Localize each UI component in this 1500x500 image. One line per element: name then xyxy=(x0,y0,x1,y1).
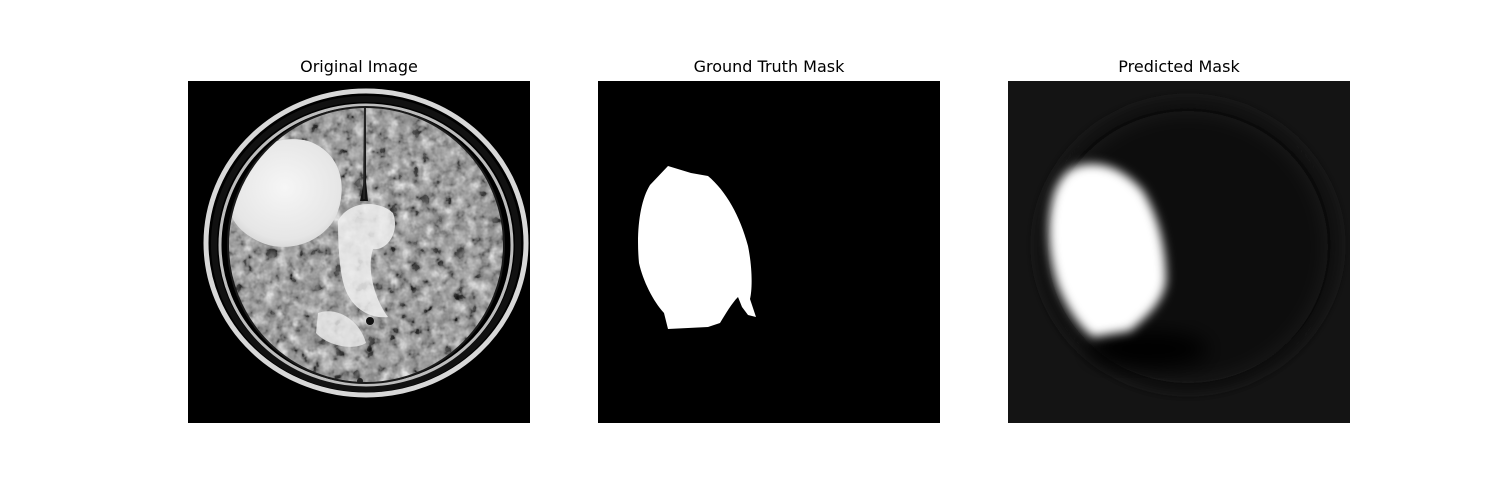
panel-title: Predicted Mask xyxy=(1118,57,1240,76)
panel-original-image: Original Image xyxy=(188,56,530,423)
panel-title: Ground Truth Mask xyxy=(693,57,845,76)
binary-tumor-mask-icon xyxy=(598,81,940,423)
brain-mri-scan-icon xyxy=(188,81,530,423)
soft-predicted-mask-icon xyxy=(1008,81,1350,423)
panel-ground-truth-mask: Ground Truth Mask xyxy=(598,56,940,423)
panel-predicted-mask: Predicted Mask xyxy=(1008,56,1350,423)
panel-title: Original Image xyxy=(300,57,418,76)
